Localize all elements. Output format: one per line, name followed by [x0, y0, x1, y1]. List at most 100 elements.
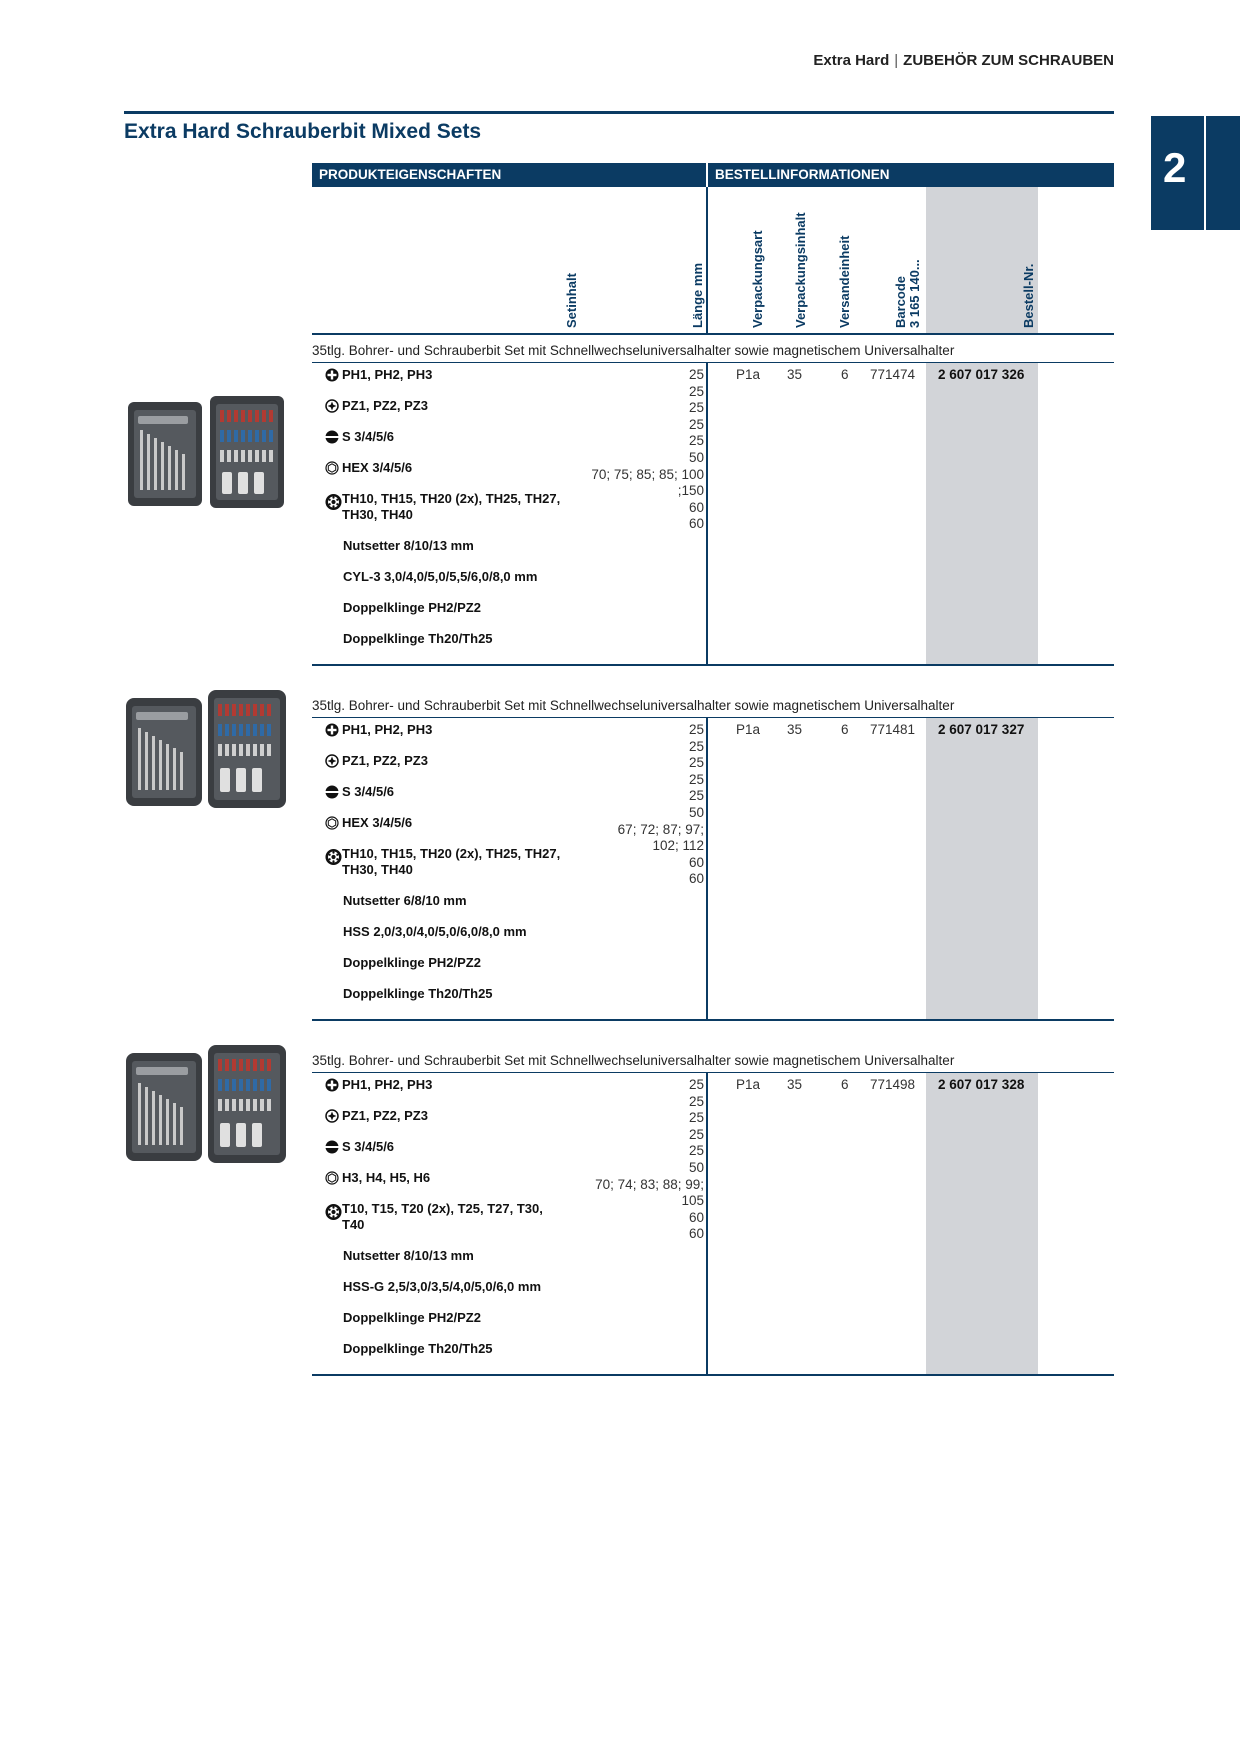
bit-label: TH10, TH15, TH20 (2x), TH25, TH27, TH30,… [342, 491, 561, 522]
torx-icon [325, 491, 342, 513]
bit-row-double-blade-th: Doppelklinge Th20/Th25 [343, 1341, 583, 1357]
bit-row-torx: TH10, TH15, TH20 (2x), TH25, TH27, TH30,… [325, 491, 565, 523]
product-bottom-rule [312, 664, 1114, 666]
product-description: 35tlg. Bohrer- und Schrauberbit Set mit … [312, 343, 955, 358]
order-column-shade-header [926, 187, 1038, 335]
bit-row-double-blade-ph-pz: Doppelklinge PH2/PZ2 [343, 1310, 583, 1326]
bit-label: PH1, PH2, PH3 [342, 722, 433, 737]
bit-row-hex: HEX 3/4/5/6 [325, 815, 565, 831]
bit-label: S 3/4/5/6 [342, 784, 395, 799]
torx-icon [325, 846, 342, 868]
slotted-icon [325, 1139, 342, 1155]
hex-icon [325, 1170, 342, 1186]
product-image-set-3 [126, 1045, 286, 1163]
verpackungsart-value: P1a [736, 1077, 761, 1092]
product-description: 35tlg. Bohrer- und Schrauberbit Set mit … [312, 1053, 955, 1068]
bit-label: Doppelklinge PH2/PZ2 [343, 955, 481, 970]
bit-label: Doppelklinge Th20/Th25 [343, 986, 493, 1001]
barcode-value: 771474 [870, 367, 916, 382]
verpackungsinhalt-value: 35 [787, 1077, 803, 1092]
bit-label: Doppelklinge PH2/PZ2 [343, 1310, 481, 1325]
phillips-icon [325, 367, 342, 383]
description-rule [312, 362, 1114, 363]
bit-label: PH1, PH2, PH3 [342, 1077, 433, 1092]
bit-row-torx: TH10, TH15, TH20 (2x), TH25, TH27, TH30,… [325, 846, 565, 878]
bit-label: PZ1, PZ2, PZ3 [342, 398, 428, 413]
lengths-list: 25 25 25 25 25 50 67; 72; 87; 97; 102; 1… [617, 722, 704, 887]
order-number: 2 607 017 326 [938, 367, 1025, 382]
order-column-shade-3 [926, 1073, 1038, 1375]
description-rule [312, 717, 1114, 718]
verpackungsinhalt-value: 35 [787, 367, 803, 382]
torx-icon [325, 1201, 342, 1223]
pozidriv-icon [325, 753, 342, 769]
bit-row-torx: T10, T15, T20 (2x), T25, T27, T30, T40 [325, 1201, 565, 1233]
barcode-value: 771498 [870, 1077, 916, 1092]
chapter-number: 2 [1163, 144, 1187, 191]
bit-label: PZ1, PZ2, PZ3 [342, 753, 428, 768]
lengths-list: 25 25 25 25 25 50 70; 74; 83; 88; 99; 10… [595, 1077, 704, 1242]
bit-row-double-blade-th: Doppelklinge Th20/Th25 [343, 631, 583, 647]
phillips-icon [325, 722, 342, 738]
bit-label: HSS-G 2,5/3,0/3,5/4,0/5,0/6,0 mm [343, 1279, 542, 1294]
bit-row-double-blade-ph-pz: Doppelklinge PH2/PZ2 [343, 955, 583, 971]
bit-label: S 3/4/5/6 [342, 1139, 395, 1154]
group-divider-header [706, 187, 708, 335]
verpackungsart-value: P1a [736, 722, 761, 737]
bit-label: Doppelklinge PH2/PZ2 [343, 600, 481, 615]
running-head: Extra Hard|ZUBEHÖR ZUM SCHRAUBEN [813, 52, 1114, 69]
bit-row-phillips: PH1, PH2, PH3 [325, 367, 565, 383]
versandeinheit-value: 6 [841, 367, 849, 382]
running-head-separator: | [894, 52, 899, 69]
column-bestell-nr: Bestell-Nr. [1021, 263, 1036, 328]
barcode-value: 771481 [870, 722, 916, 737]
pozidriv-icon [325, 398, 342, 414]
bit-label: Nutsetter 8/10/13 mm [343, 538, 474, 553]
verpackungsinhalt-value: 35 [787, 722, 803, 737]
bit-label: Doppelklinge Th20/Th25 [343, 1341, 493, 1356]
pozidriv-icon [325, 1108, 342, 1124]
running-head-brand: Extra Hard [813, 52, 890, 69]
product-image-set-1 [128, 396, 284, 508]
group-divider-2 [706, 718, 708, 1020]
bit-label: HEX 3/4/5/6 [342, 815, 413, 830]
phillips-icon [325, 1077, 342, 1093]
versandeinheit-value: 6 [841, 1077, 849, 1092]
bit-row-phillips: PH1, PH2, PH3 [325, 722, 565, 738]
bit-row-slotted: S 3/4/5/6 [325, 1139, 565, 1155]
bit-row-drill: CYL-3 3,0/4,0/5,0/5,5/6,0/8,0 mm [343, 569, 583, 585]
lengths-list: 25 25 25 25 25 50 70; 75; 85; 85; 100 ;1… [591, 367, 704, 532]
bit-row-hex: H3, H4, H5, H6 [325, 1170, 565, 1186]
running-head-section: ZUBEHÖR ZUM SCHRAUBEN [903, 52, 1114, 69]
bit-row-drill: HSS 2,0/3,0/4,0/5,0/6,0/8,0 mm [343, 924, 583, 940]
bit-label: Nutsetter 8/10/13 mm [343, 1248, 474, 1263]
group-divider-3 [706, 1073, 708, 1375]
header-order-info: BESTELLINFORMATIONEN [708, 163, 1114, 187]
slotted-icon [325, 429, 342, 445]
bit-label: S 3/4/5/6 [342, 429, 395, 444]
bit-row-pozidriv: PZ1, PZ2, PZ3 [325, 753, 565, 769]
bit-label: PH1, PH2, PH3 [342, 367, 433, 382]
versandeinheit-value: 6 [841, 722, 849, 737]
bit-label: H3, H4, H5, H6 [342, 1170, 431, 1185]
order-column-shade-1 [926, 363, 1038, 665]
bit-label: T10, T15, T20 (2x), T25, T27, T30, T40 [342, 1201, 543, 1232]
chapter-tab-divider [1204, 116, 1206, 230]
bit-label: HSS 2,0/3,0/4,0/5,0/6,0/8,0 mm [343, 924, 527, 939]
bit-row-double-blade-th: Doppelklinge Th20/Th25 [343, 986, 583, 1002]
bit-row-pozidriv: PZ1, PZ2, PZ3 [325, 398, 565, 414]
bit-label: TH10, TH15, TH20 (2x), TH25, TH27, TH30,… [342, 846, 561, 877]
group-divider-1 [706, 363, 708, 665]
description-rule [312, 1072, 1114, 1073]
verpackungsart-value: P1a [736, 367, 761, 382]
bit-label: PZ1, PZ2, PZ3 [342, 1108, 428, 1123]
column-laenge: Länge mm [690, 262, 705, 328]
order-number: 2 607 017 327 [938, 722, 1025, 737]
hex-icon [325, 815, 342, 831]
page-title: Extra Hard Schrauberbit Mixed Sets [124, 120, 482, 143]
column-versandeinheit: Versandeinheit [837, 235, 852, 328]
slotted-icon [325, 784, 342, 800]
bit-row-nutsetter: Nutsetter 8/10/13 mm [343, 538, 583, 554]
column-verpackungsart: Verpackungsart [750, 230, 765, 328]
column-barcode-prefix: 3 165 140... [907, 259, 922, 328]
